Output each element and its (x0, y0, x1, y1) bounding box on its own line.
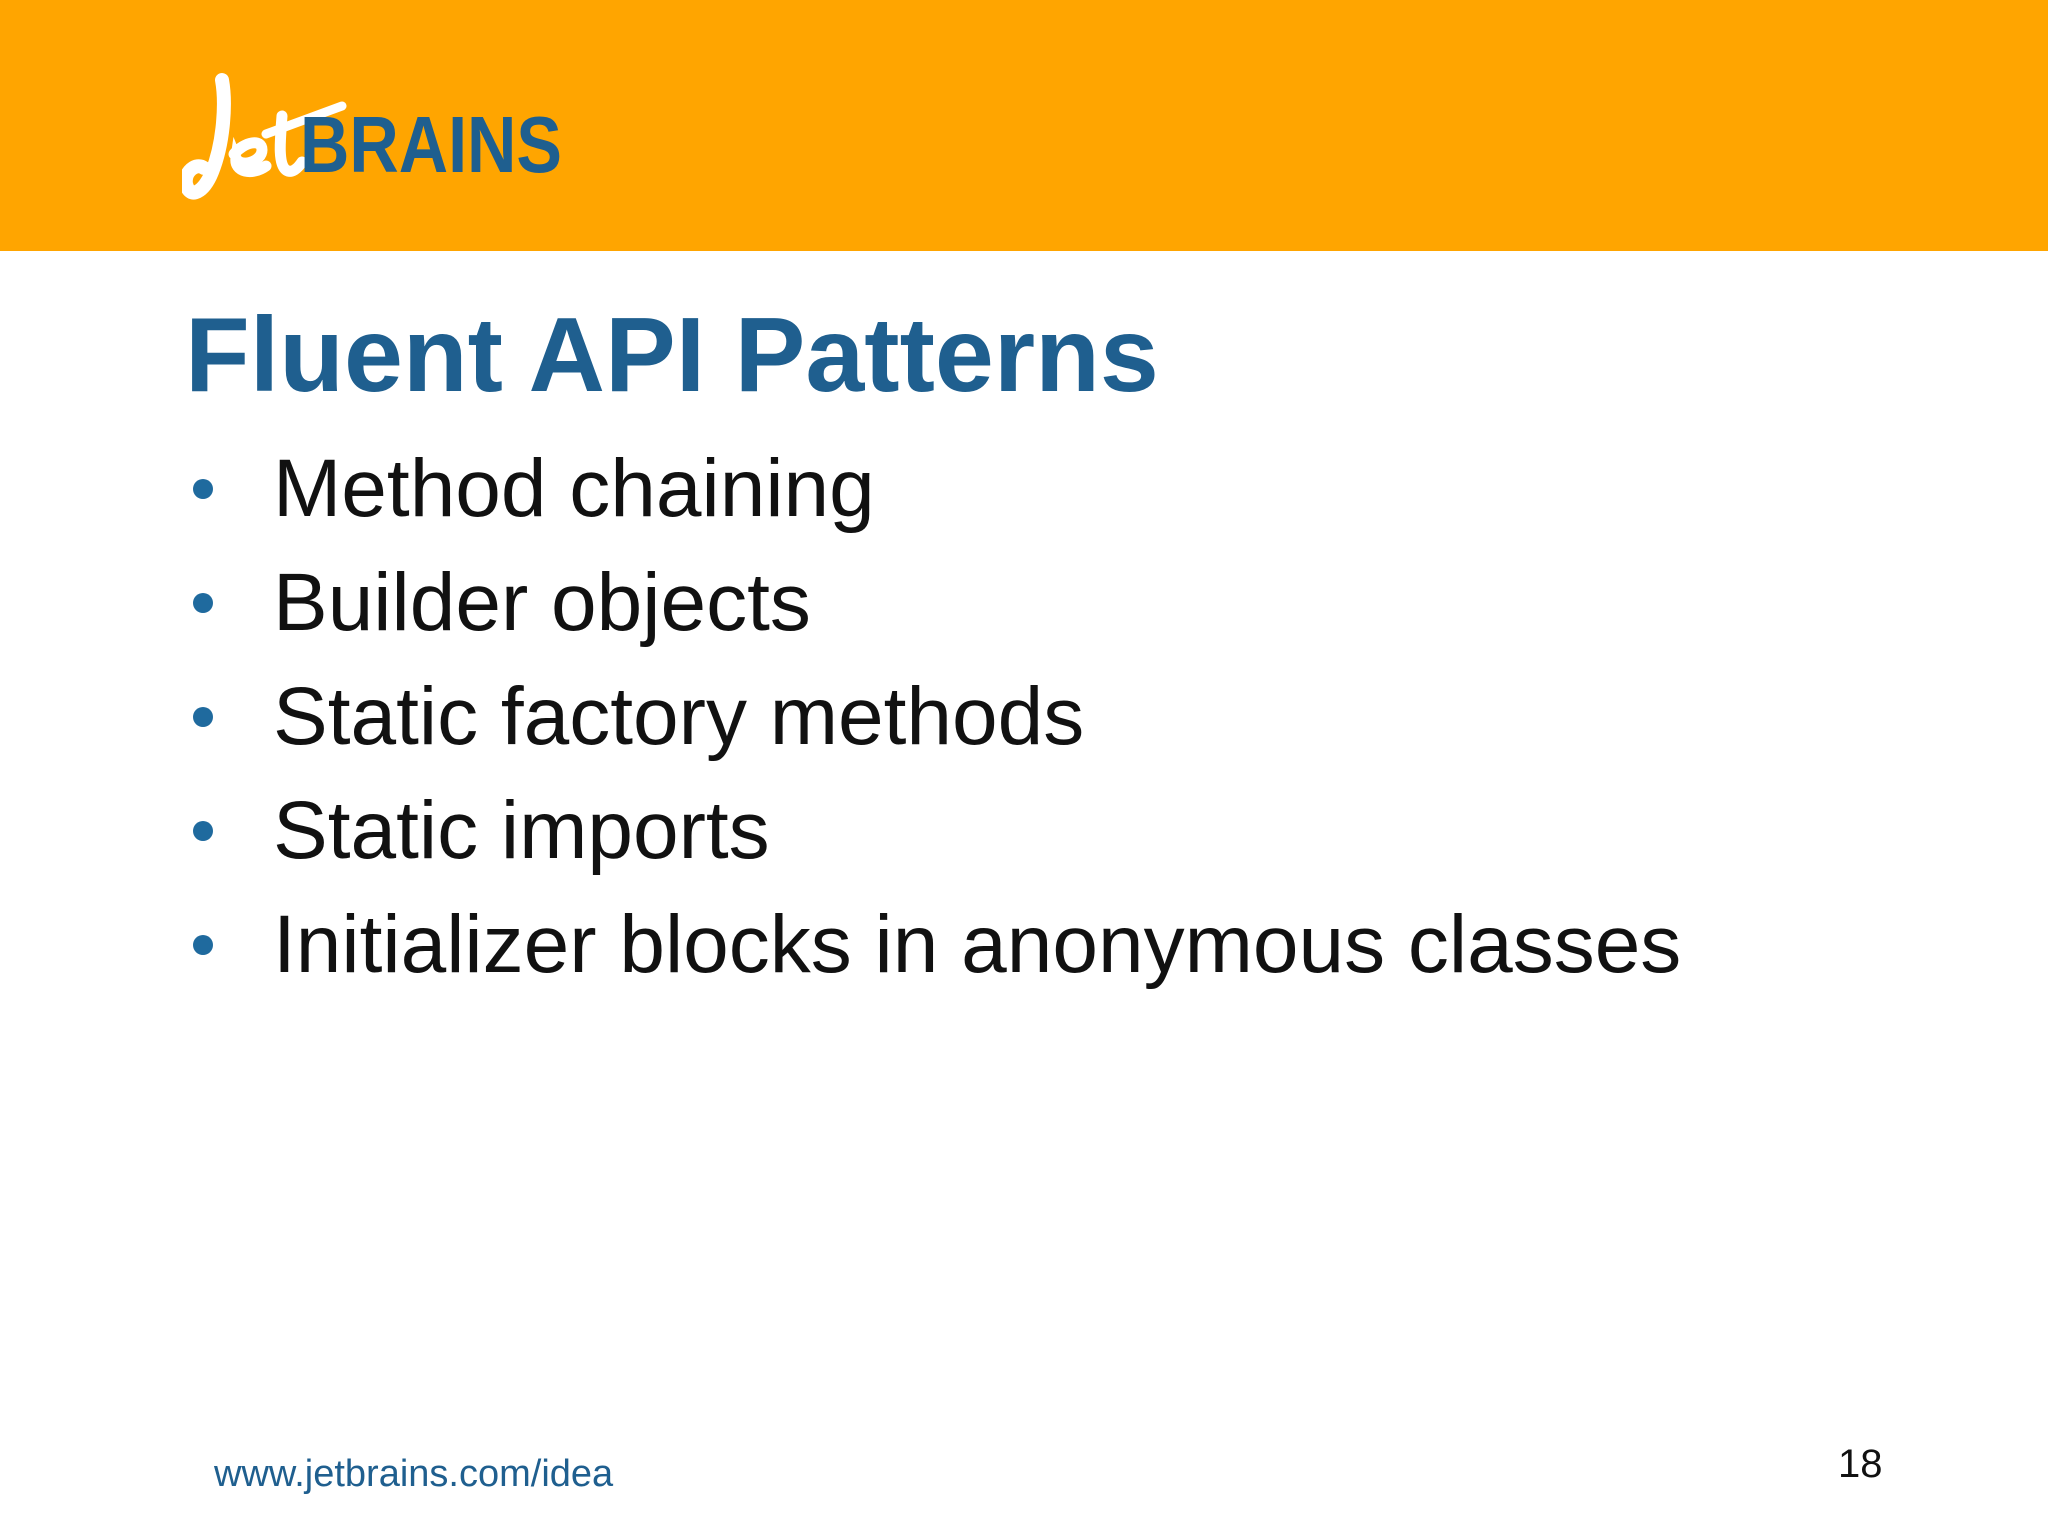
bullet-text: Method chaining (273, 443, 875, 534)
bullet-text: Static factory methods (273, 671, 1085, 762)
list-item: Builder objects (185, 546, 1681, 660)
list-item: Method chaining (185, 432, 1681, 546)
list-item: Initializer blocks in anonymous classes (185, 888, 1681, 1002)
footer-url-link[interactable]: www.jetbrains.com/idea (214, 1453, 614, 1495)
bullet-dot-icon (193, 935, 213, 955)
bullet-list: Method chaining Builder objects Static f… (185, 432, 1681, 1002)
bullet-text: Initializer blocks in anonymous classes (273, 899, 1682, 990)
bullet-text: Static imports (273, 785, 770, 876)
bullet-dot-icon (193, 821, 213, 841)
bullet-text: Builder objects (273, 557, 811, 648)
page-number: 18 (1838, 1442, 1883, 1486)
bullet-dot-icon (193, 479, 213, 499)
bullet-dot-icon (193, 707, 213, 727)
list-item: Static factory methods (185, 660, 1681, 774)
bullet-dot-icon (193, 593, 213, 613)
logo-brains-text: BRAINS (300, 100, 562, 189)
jetbrains-logo: BRAINS (182, 72, 582, 212)
slide-title: Fluent API Patterns (185, 296, 1159, 414)
list-item: Static imports (185, 774, 1681, 888)
header-band: BRAINS (0, 0, 2048, 251)
